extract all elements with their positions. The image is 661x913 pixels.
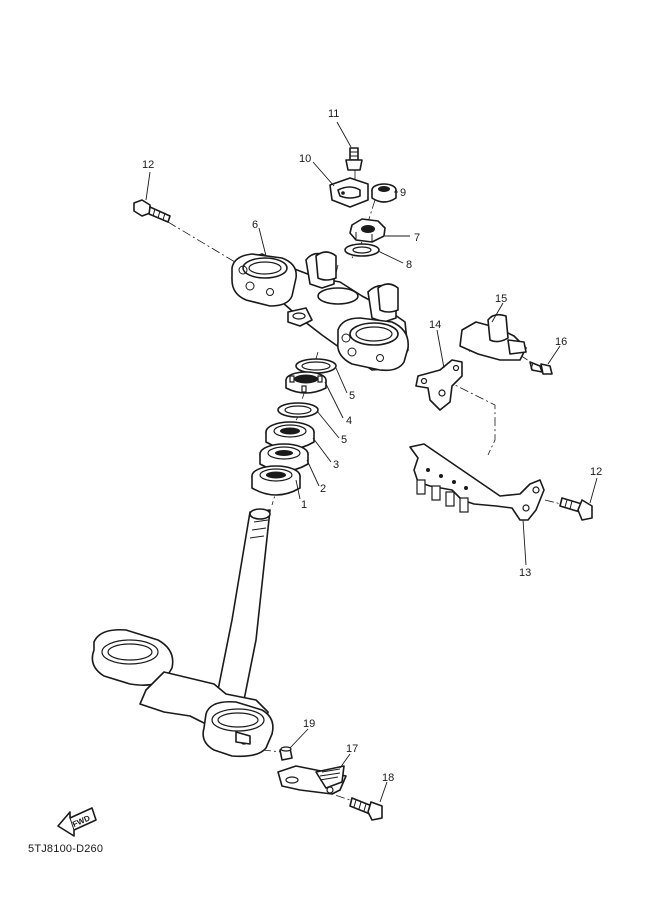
callout-11: 11 [328,108,339,120]
ring-nut-4 [285,371,327,394]
upper-bracket-6 [231,251,409,372]
seal-1 [251,465,301,496]
callout-17: 17 [346,743,358,755]
handlebar-holder-10 [329,177,369,208]
washer-5-lower [277,402,319,418]
callout-5-lower: 5 [341,434,347,446]
callout-10: 10 [299,153,311,165]
callout-5-upper: 5 [349,390,355,402]
collar-9 [371,183,397,203]
callout-1: 1 [301,499,307,511]
bolt-12-upper [133,199,171,223]
callout-14: 14 [429,319,441,331]
bracket-13 [409,443,545,521]
under-bracket-stem [91,508,274,758]
bolt-11 [345,147,363,171]
diagram-code: 5TJ8100-D260 [28,843,104,855]
callout-13: 13 [519,567,531,579]
washer-5-upper [295,358,337,374]
callout-4: 4 [346,415,352,427]
callout-9: 9 [400,187,406,199]
leader-lines [145,121,598,803]
callout-8: 8 [406,259,412,271]
fwd-arrow-icon: FWD [57,807,97,837]
washer-8 [344,243,380,257]
bolt-18 [349,797,383,821]
bolt-12-lower [559,497,593,521]
bracket-14 [415,359,463,411]
callout-3: 3 [333,459,339,471]
callout-2: 2 [320,483,326,495]
hose-guide-17 [277,765,347,795]
callout-7: 7 [414,232,420,244]
callout-6: 6 [252,219,258,231]
callout-numbers: 11 10 9 12 7 6 8 15 16 14 5 4 5 3 2 1 12… [142,108,602,784]
callout-19: 19 [303,718,315,730]
callout-15: 15 [495,293,507,305]
holder-15 [459,313,527,361]
bolt-16 [529,361,553,375]
callout-18: 18 [382,772,394,784]
callout-12-upper: 12 [142,159,154,171]
callout-16: 16 [555,336,567,348]
callout-12-lower: 12 [590,466,602,478]
collar-19 [279,746,293,761]
nut-7 [349,218,386,243]
